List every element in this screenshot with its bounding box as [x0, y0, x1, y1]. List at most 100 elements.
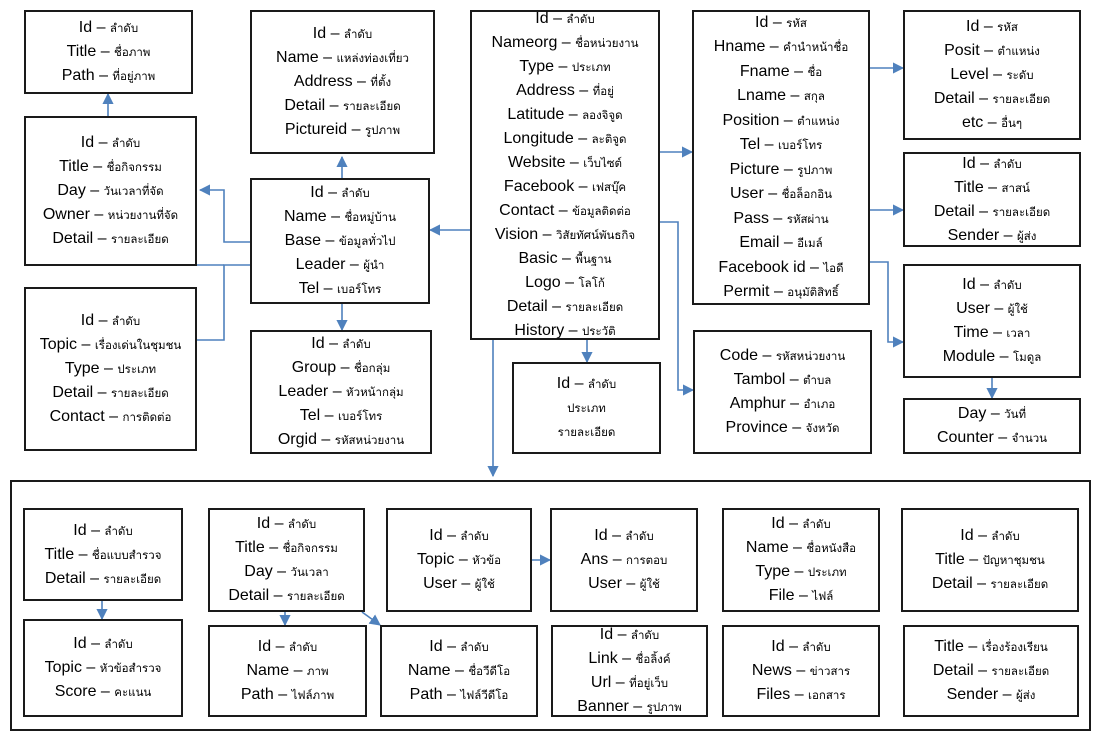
- field-description: รหัสผ่าน: [786, 211, 829, 226]
- field-row: Detail – รายละเอียด: [45, 567, 161, 591]
- field-name: Type: [519, 58, 555, 75]
- field-row: Title – ปัญหาชุมชน: [935, 548, 1045, 572]
- field-row: Day – วันเวลา: [244, 560, 328, 584]
- field-separator: –: [326, 208, 345, 225]
- field-description: ผู้นำ: [363, 258, 385, 272]
- field-description: ลำดับ: [288, 640, 318, 654]
- field-name: Leader: [278, 383, 329, 400]
- field-description: รายละเอียด: [287, 589, 345, 603]
- field-row: Address – ที่อยู่: [516, 79, 614, 103]
- field-name: Sender: [946, 686, 999, 703]
- field-separator: –: [769, 283, 788, 300]
- field-separator: –: [324, 335, 343, 352]
- table-counter: Day – วันที่Counter – จำนวน: [903, 398, 1081, 454]
- field-name: Hname: [713, 38, 766, 55]
- field-row: Path – ไฟล์ภาพ: [241, 683, 334, 707]
- field-name: Path: [61, 67, 95, 84]
- field-separator: –: [574, 178, 592, 195]
- field-name: Title: [935, 551, 965, 568]
- field-row: Id – ลำดับ: [429, 635, 488, 659]
- field-description: การติดต่อ: [122, 410, 172, 424]
- field-separator: –: [554, 58, 572, 75]
- field-row: Title – ชื่อแบบสำรวจ: [44, 543, 161, 567]
- field-name: Id: [594, 527, 608, 544]
- field-row: Title – ชื่อภาพ: [67, 40, 151, 64]
- field-description: ตำแหน่ง: [997, 44, 1040, 58]
- field-name: Id: [960, 527, 974, 544]
- field-separator: –: [352, 73, 371, 90]
- field-separator: –: [765, 38, 784, 55]
- field-description: หัวข้อ: [472, 553, 501, 567]
- field-name: Tel: [739, 136, 761, 153]
- field-row: Detail – รายละเอียด: [52, 227, 168, 251]
- field-name: Title: [59, 158, 89, 175]
- field-name: Tel: [298, 280, 320, 297]
- field-description: ลำดับ: [587, 377, 617, 391]
- field-description: รายละเอียด: [557, 425, 616, 439]
- field-separator: –: [86, 635, 105, 652]
- field-separator: –: [789, 62, 808, 80]
- field-description: ชื่อกลุ่ม: [353, 361, 391, 375]
- field-name: Province: [725, 419, 788, 436]
- field-row: Pictureid – รูปภาพ: [285, 118, 400, 142]
- field-description: ชื่อภาพ: [114, 45, 151, 59]
- field-name: Sender: [947, 226, 1000, 244]
- field-description: ลำดับ: [993, 156, 1022, 171]
- field-row: Topic – เรื่องเด่นในชุมชน: [40, 333, 182, 357]
- field-row: Group – ชื่อกลุ่ม: [292, 356, 391, 380]
- field-name: Permit: [723, 283, 770, 300]
- field-description: ผู้ส่ง: [1017, 228, 1037, 243]
- field-name: File: [768, 587, 795, 604]
- field-description: ชื่อหน่วยงาน: [575, 36, 639, 50]
- field-name: Url: [590, 674, 612, 691]
- field-description: ผู้ส่ง: [1016, 688, 1036, 702]
- field-row: Pass – รหัสผ่าน: [733, 207, 828, 232]
- field-description: ระดับ: [1006, 68, 1034, 82]
- field-separator: –: [450, 662, 469, 679]
- field-description: ลำดับ: [991, 529, 1020, 543]
- field-separator: –: [763, 185, 782, 202]
- field-row: Counter – จำนวน: [937, 426, 1047, 450]
- field-separator: –: [323, 184, 342, 201]
- field-description: ละติจูด: [591, 132, 627, 146]
- field-row: Owner – หน่วยงานที่จัด: [43, 203, 178, 227]
- field-description: พื้นฐาน: [575, 252, 612, 266]
- field-description: สาสน์: [1001, 180, 1030, 195]
- field-description: หัวข้อสำรวจ: [99, 661, 162, 675]
- field-row: Id – ลำดับ: [73, 519, 132, 543]
- field-row: Contact – ข้อมูลติดต่อ: [499, 199, 631, 223]
- field-separator: –: [784, 515, 803, 532]
- field-description: ชื่อแบบสำรวจ: [91, 547, 162, 562]
- field-name: Id: [312, 25, 327, 42]
- field-row: Id – ลำดับ: [257, 512, 316, 536]
- field-separator: –: [273, 686, 292, 703]
- field-row: Sender – ผู้ส่ง: [947, 683, 1036, 707]
- field-name: etc: [961, 114, 984, 131]
- field-separator: –: [974, 202, 993, 220]
- field-row: Type – ประเภท: [519, 55, 610, 79]
- field-row: Id – ลำดับ: [962, 273, 1021, 297]
- field-name: Title: [934, 638, 964, 655]
- field-separator: –: [547, 298, 566, 315]
- field-row: Detail – รายละเอียด: [507, 295, 623, 319]
- field-name: Picture: [729, 160, 780, 178]
- table-orgtype: Id – ลำดับประเภทรายละเอียด: [512, 362, 661, 454]
- field-separator: –: [564, 322, 582, 339]
- field-separator: –: [973, 662, 992, 679]
- field-name: Files: [756, 686, 791, 703]
- field-name: Tel: [299, 407, 321, 424]
- field-description: การตอบ: [626, 553, 668, 567]
- field-name: Level: [950, 66, 989, 83]
- field-description: ภาพ: [306, 664, 329, 678]
- bottom-module-frame: [10, 480, 1091, 731]
- field-row: User – ผู้ใช้: [423, 572, 495, 596]
- field-row: Id – ลำดับ: [79, 16, 138, 40]
- field-row: Topic – หัวข้อ: [417, 548, 501, 572]
- field-row: User – ชื่อล็อกอิน: [730, 182, 832, 207]
- field-name: Detail: [933, 202, 975, 220]
- field-row: Name – ภาพ: [246, 659, 328, 683]
